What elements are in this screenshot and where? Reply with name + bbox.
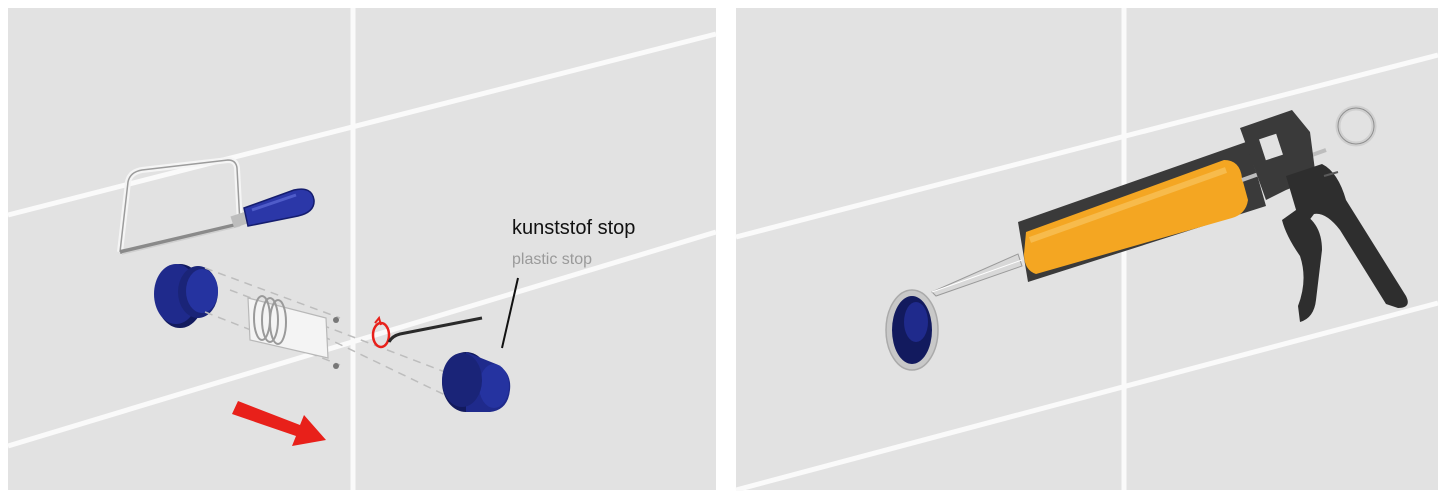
plastic-stop-right [442,352,511,412]
fitting-body [247,295,339,369]
annotation-label: kunststof stop [512,217,636,239]
allen-key-icon [387,316,483,343]
wall-socket-box [885,289,939,371]
hacksaw-icon [117,156,315,255]
direction-arrow-icon [232,401,326,446]
caulking-gun-icon [931,105,1408,322]
tile-wall [8,8,716,490]
red-o-ring [371,315,391,349]
right-illustration [726,0,1438,491]
step-panel-right [726,0,1438,491]
left-illustration [8,8,716,490]
step-panel-left: kunststof stop plastic stop [8,8,716,490]
plastic-stop-left [154,264,218,328]
annotation-leader-line [501,277,519,349]
annotation-sublabel: plastic stop [512,251,593,268]
